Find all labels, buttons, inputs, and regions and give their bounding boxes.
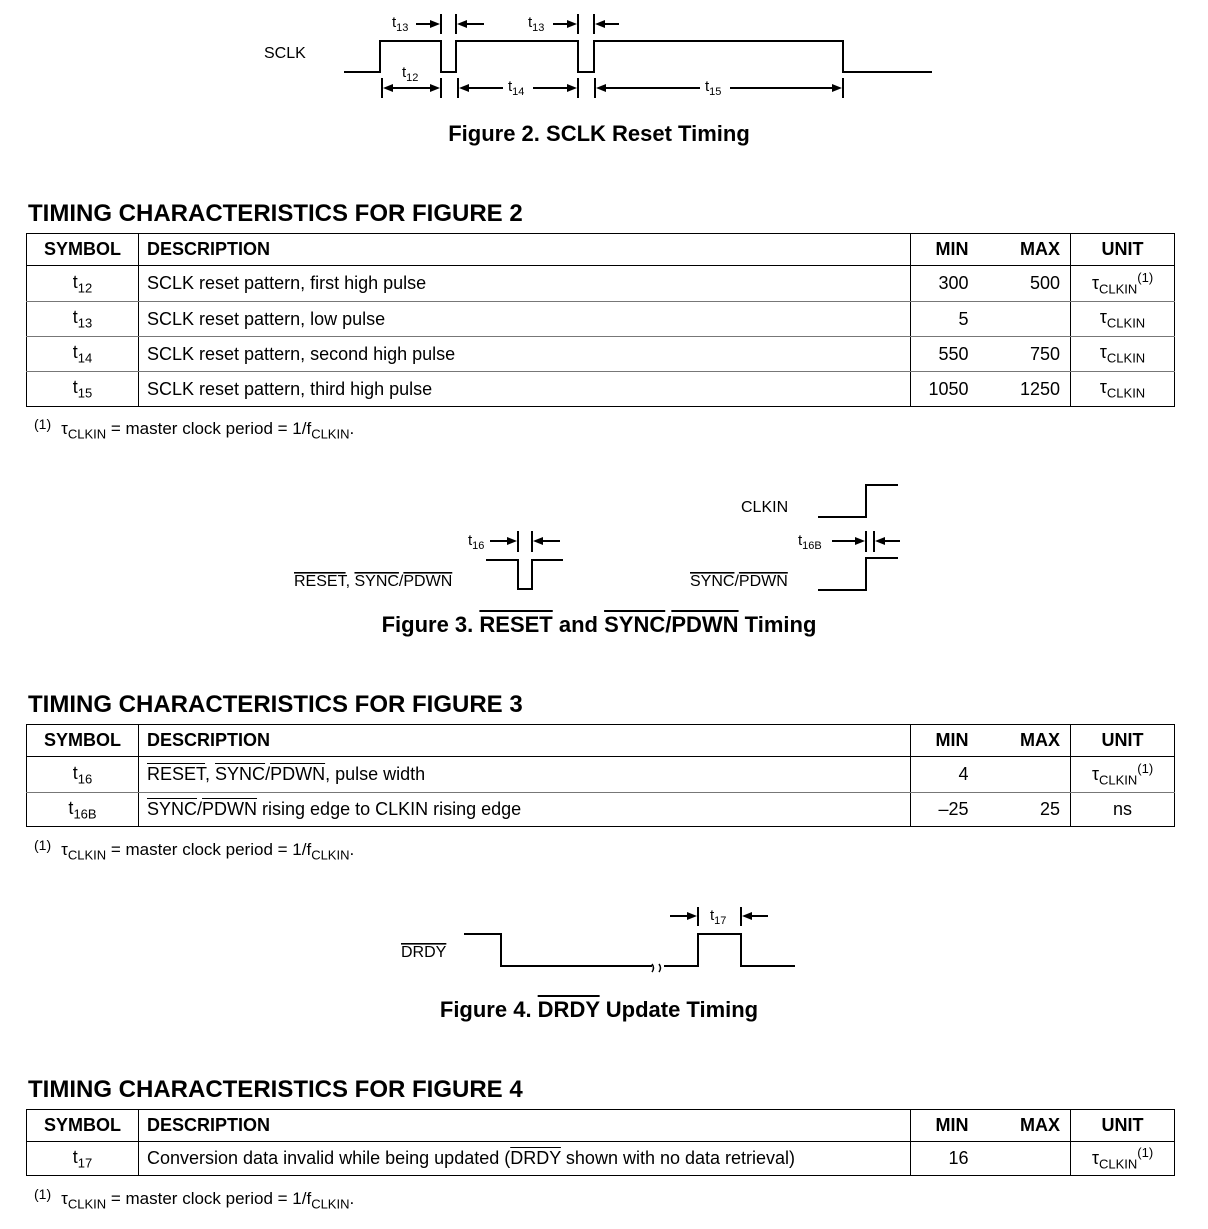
description-header: DESCRIPTION xyxy=(138,724,911,757)
table-row: t17 Conversion data invalid while being … xyxy=(26,1141,1175,1176)
table-row: t14 SCLK reset pattern, second high puls… xyxy=(26,336,1175,372)
min-header: MIN xyxy=(910,724,991,757)
max-header: MAX xyxy=(990,1109,1071,1142)
figure-2-diagram: SCLK t13 t13 t12 t14 t15 xyxy=(264,14,932,98)
clkin-waveform xyxy=(818,484,898,518)
t13-label-a: t13 xyxy=(392,14,408,34)
max-cell xyxy=(990,301,1071,337)
symbol-cell: t15 xyxy=(26,371,139,407)
table-4-title: TIMING CHARACTERISTICS FOR FIGURE 4 xyxy=(28,1076,523,1103)
timing-table-figure-4: SYMBOL DESCRIPTION MIN MAX UNIT t17 Conv… xyxy=(26,1109,1175,1176)
max-header: MAX xyxy=(990,233,1071,266)
min-cell: 5 xyxy=(910,301,991,337)
min-cell: 4 xyxy=(910,756,991,793)
figure-4-caption: Figure 4. DRDY Update Timing xyxy=(439,997,759,1022)
min-cell: 1050 xyxy=(910,371,991,407)
unit-header: UNIT xyxy=(1070,1109,1175,1142)
sync-pdwn-label: SYNC/PDWN xyxy=(690,573,788,590)
sclk-label: SCLK xyxy=(264,45,306,62)
description-cell: SCLK reset pattern, second high pulse xyxy=(138,336,911,372)
table-row: t15 SCLK reset pattern, third high pulse… xyxy=(26,371,1175,407)
max-cell xyxy=(990,1141,1071,1176)
reset-sync-waveform xyxy=(486,559,563,590)
symbol-cell: t13 xyxy=(26,301,139,337)
table-row: t13 SCLK reset pattern, low pulse 5 τCLK… xyxy=(26,301,1175,337)
clkin-label: CLKIN xyxy=(741,499,788,516)
max-header: MAX xyxy=(990,724,1071,757)
t17-label: t17 xyxy=(710,907,726,927)
symbol-cell: t17 xyxy=(26,1141,139,1176)
min-header: MIN xyxy=(910,1109,991,1142)
drdy-waveform xyxy=(464,933,652,967)
symbol-cell: t16 xyxy=(26,756,139,793)
description-cell: RESET, SYNC/PDWN, pulse width xyxy=(138,756,911,793)
t16-label: t16 xyxy=(468,532,484,552)
symbol-cell: t16B xyxy=(26,792,139,827)
table-header-row: SYMBOL DESCRIPTION MIN MAX UNIT xyxy=(26,724,1175,757)
description-header: DESCRIPTION xyxy=(138,233,911,266)
unit-cell: τCLKIN xyxy=(1070,301,1175,337)
unit-cell: τCLKIN(1) xyxy=(1070,265,1175,302)
table-header-row: SYMBOL DESCRIPTION MIN MAX UNIT xyxy=(26,233,1175,266)
symbol-header: SYMBOL xyxy=(26,1109,139,1142)
sclk-waveform xyxy=(344,40,932,73)
table-row: t16B SYNC/PDWN rising edge to CLKIN risi… xyxy=(26,792,1175,827)
reset-sync-pdwn-label: RESET, SYNC/PDWN xyxy=(294,573,452,590)
t15-label: t15 xyxy=(705,78,721,98)
description-cell: SCLK reset pattern, third high pulse xyxy=(138,371,911,407)
min-header: MIN xyxy=(910,233,991,266)
unit-cell: τCLKIN xyxy=(1070,336,1175,372)
figure-3-caption: Figure 3. RESET and SYNC/PDWN Timing xyxy=(381,612,817,637)
max-cell: 750 xyxy=(990,336,1071,372)
max-cell xyxy=(990,756,1071,793)
t16b-label: t16B xyxy=(798,532,822,552)
description-cell: SCLK reset pattern, low pulse xyxy=(138,301,911,337)
table-2-footnote: (1)τCLKIN = master clock period = 1/fCLK… xyxy=(34,416,355,442)
table-3-title: TIMING CHARACTERISTICS FOR FIGURE 3 xyxy=(28,691,523,718)
t12-label: t12 xyxy=(402,64,418,84)
description-cell: Conversion data invalid while being upda… xyxy=(138,1141,911,1176)
description-cell: SYNC/PDWN rising edge to CLKIN rising ed… xyxy=(138,792,911,827)
max-cell: 500 xyxy=(990,265,1071,302)
figure-4-diagram: DRDY t17 xyxy=(401,907,795,973)
timing-table-figure-3: SYMBOL DESCRIPTION MIN MAX UNIT t16 RESE… xyxy=(26,724,1175,827)
t14-label: t14 xyxy=(508,78,524,98)
min-cell: 16 xyxy=(910,1141,991,1176)
symbol-header: SYMBOL xyxy=(26,724,139,757)
figure-3-diagram: RESET, SYNC/PDWN t16 CLKIN t16B SYNC/PDW… xyxy=(294,484,900,591)
unit-header: UNIT xyxy=(1070,233,1175,266)
symbol-cell: t14 xyxy=(26,336,139,372)
max-cell: 1250 xyxy=(990,371,1071,407)
symbol-header: SYMBOL xyxy=(26,233,139,266)
table-3-footnote: (1)τCLKIN = master clock period = 1/fCLK… xyxy=(34,837,355,863)
unit-cell: τCLKIN xyxy=(1070,371,1175,407)
unit-cell: τCLKIN(1) xyxy=(1070,756,1175,793)
table-2-title: TIMING CHARACTERISTICS FOR FIGURE 2 xyxy=(28,200,523,227)
unit-header: UNIT xyxy=(1070,724,1175,757)
min-cell: 550 xyxy=(910,336,991,372)
table-header-row: SYMBOL DESCRIPTION MIN MAX UNIT xyxy=(26,1109,1175,1142)
description-header: DESCRIPTION xyxy=(138,1109,911,1142)
unit-cell: ns xyxy=(1070,792,1175,827)
table-4-footnote: (1)τCLKIN = master clock period = 1/fCLK… xyxy=(34,1186,355,1212)
sync-pdwn-waveform xyxy=(818,557,898,591)
symbol-cell: t12 xyxy=(26,265,139,302)
table-row: t16 RESET, SYNC/PDWN, pulse width 4 τCLK… xyxy=(26,756,1175,793)
min-cell: 300 xyxy=(910,265,991,302)
max-cell: 25 xyxy=(990,792,1071,827)
t13-label-b: t13 xyxy=(528,14,544,34)
unit-cell: τCLKIN(1) xyxy=(1070,1141,1175,1176)
drdy-label: DRDY xyxy=(401,944,447,961)
figure-2-caption: Figure 2. SCLK Reset Timing xyxy=(448,121,750,146)
description-cell: SCLK reset pattern, first high pulse xyxy=(138,265,911,302)
timing-table-figure-2: SYMBOL DESCRIPTION MIN MAX UNIT t12 SCLK… xyxy=(26,233,1175,407)
table-row: t12 SCLK reset pattern, first high pulse… xyxy=(26,265,1175,302)
min-cell: –25 xyxy=(910,792,991,827)
